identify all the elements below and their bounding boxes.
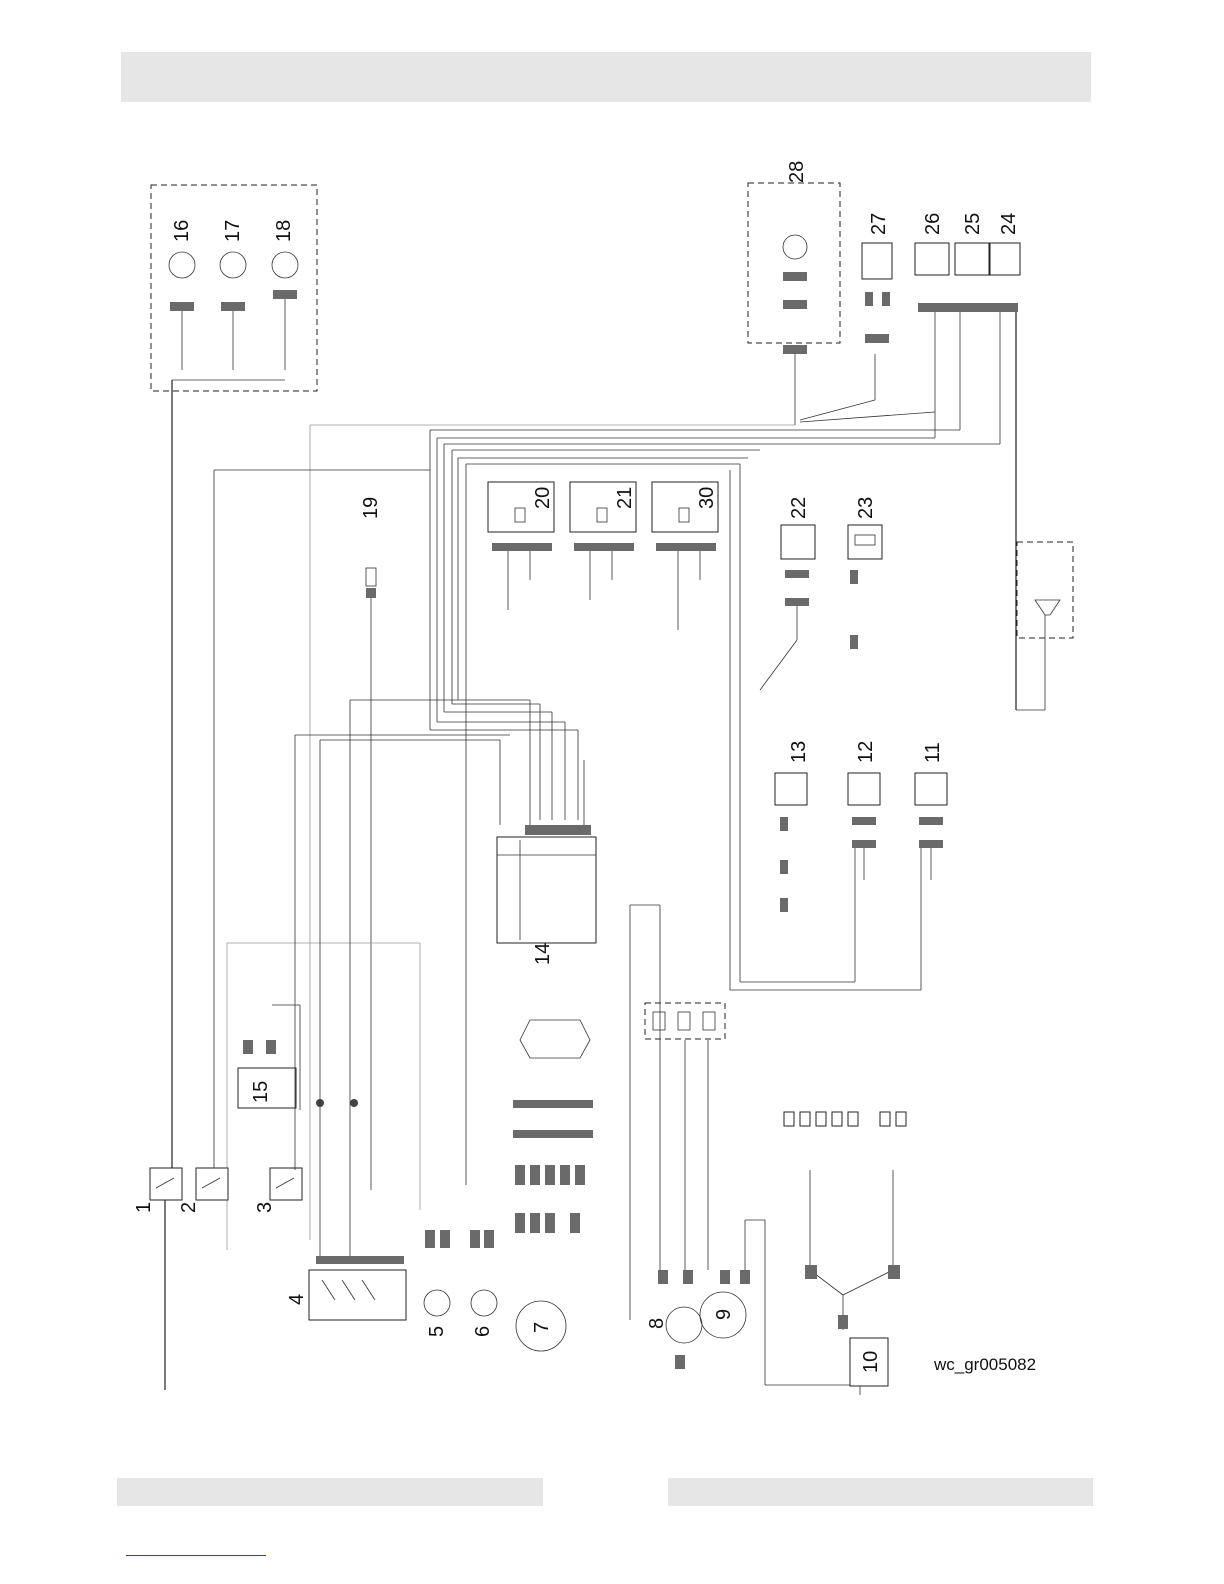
lamp-5 <box>424 1230 450 1316</box>
lamp-6 <box>470 1230 497 1316</box>
switch-bank <box>645 1003 725 1039</box>
motor-7 <box>513 1020 593 1351</box>
callout-28: 28 <box>786 161 808 183</box>
callout-20: 20 <box>532 487 554 509</box>
switch-11 <box>915 773 947 880</box>
callout-24: 24 <box>998 213 1020 235</box>
callout-8: 8 <box>646 1318 668 1329</box>
callout-19: 19 <box>360 497 382 519</box>
connector-24-26 <box>918 303 1018 312</box>
callout-10: 10 <box>860 1351 882 1373</box>
callout-3: 3 <box>254 1202 276 1213</box>
callout-2: 2 <box>178 1202 200 1213</box>
callout-6: 6 <box>472 1326 494 1337</box>
callout-4: 4 <box>286 1294 308 1305</box>
callout-16: 16 <box>171 220 193 242</box>
callout-22: 22 <box>788 497 810 519</box>
callout-25: 25 <box>962 213 984 235</box>
key-switch-4 <box>309 1256 406 1320</box>
callout-9: 9 <box>713 1309 735 1320</box>
callout-30: 30 <box>696 487 718 509</box>
alternator-9 <box>658 1270 750 1338</box>
switch-26 <box>915 243 949 275</box>
component-22 <box>760 525 815 690</box>
light-16 <box>169 252 195 370</box>
switch-12 <box>848 773 880 880</box>
callout-18: 18 <box>273 220 295 242</box>
footer-bar-left <box>117 1478 543 1506</box>
figure-code: wc_gr005082 <box>933 1355 1036 1374</box>
callout-12: 12 <box>855 741 877 763</box>
callout-5: 5 <box>426 1326 448 1337</box>
callout-7: 7 <box>531 1322 553 1333</box>
connector-14 <box>497 760 596 943</box>
callout-15: 15 <box>250 1081 272 1103</box>
callout-14: 14 <box>532 943 554 965</box>
callout-23: 23 <box>855 497 877 519</box>
callout-27: 27 <box>868 213 890 235</box>
callout-21: 21 <box>614 487 636 509</box>
component-23 <box>848 525 882 649</box>
switch-3 <box>270 1168 302 1200</box>
work-lights-group <box>151 185 317 391</box>
ground-harness <box>784 1112 906 1330</box>
optional-horn <box>1016 542 1073 710</box>
harness-top <box>310 312 1000 464</box>
switch-24 <box>990 243 1020 275</box>
callout-13: 13 <box>788 741 810 763</box>
switch-27 <box>862 243 892 343</box>
callout-26: 26 <box>922 213 944 235</box>
optional-beacon-group <box>748 183 840 425</box>
footer-bar-right <box>668 1478 1093 1506</box>
footer-link[interactable] <box>126 1555 266 1556</box>
switch-1 <box>150 1168 182 1200</box>
component-8 <box>666 1307 702 1369</box>
callout-11: 11 <box>922 742 944 763</box>
light-18 <box>272 252 298 370</box>
callout-1: 1 <box>133 1202 155 1213</box>
switch-25 <box>955 243 989 275</box>
sensor-13 <box>775 773 807 912</box>
callout-17: 17 <box>222 220 244 242</box>
light-17 <box>220 252 246 370</box>
component-19 <box>366 568 376 1190</box>
switch-2 <box>196 1168 228 1200</box>
